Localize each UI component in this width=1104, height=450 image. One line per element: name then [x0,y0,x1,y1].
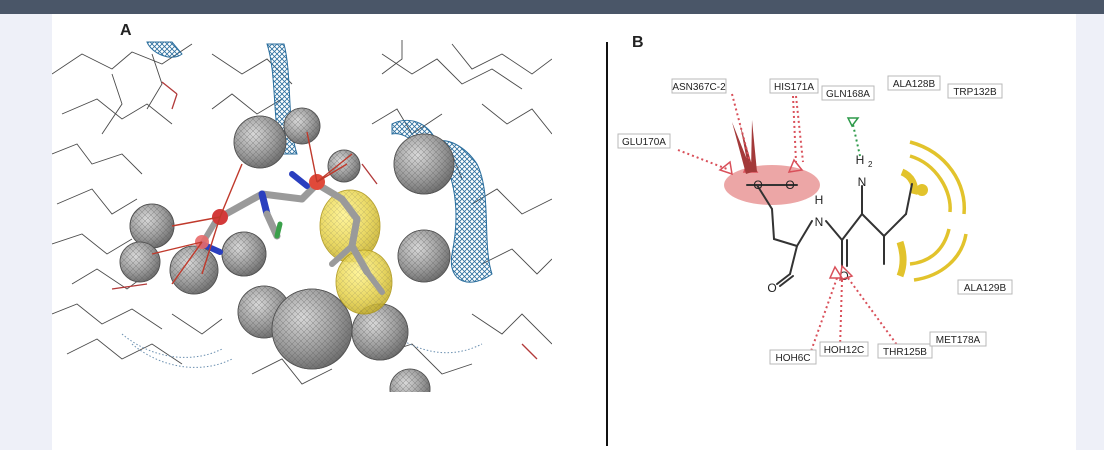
panel-a-label: A [120,22,132,39]
svg-text:TRP132B: TRP132B [953,87,997,98]
residue-ala128b: ALA128B [887,75,941,91]
svg-text:HOH6C: HOH6C [775,353,810,364]
residue-hoh6c: HOH6C [769,349,817,365]
hbond-acceptor-lines [677,93,901,355]
exclusion-spheres [119,107,455,392]
svg-text:GLN168A: GLN168A [826,89,870,100]
residue-gln168a: GLN168A [821,85,875,101]
atom-h-amide: H [815,193,824,207]
panel-b-2d-diagram: O O O O N H N H 2 [617,75,1013,365]
hydrophobic-spheres [319,189,393,315]
residue-glu170a: GLU170A [617,133,671,149]
svg-text:ALA128B: ALA128B [893,79,936,90]
residue-thr125b: THR125B [877,343,933,359]
interaction-vectors [151,131,353,285]
top-bar [0,0,1104,14]
residue-hoh12c: HOH12C [819,341,869,357]
residue-met178a: MET178A [929,331,987,347]
donor-marker [846,117,860,128]
atom-h2-subscript: 2 [868,160,873,169]
atom-n-amine: N [858,175,867,189]
atom-o-aldehyde: O [767,281,776,295]
atom-o-right: O [785,178,794,192]
panel-divider [606,42,608,446]
residue-his171a: HIS171A [769,78,819,94]
svg-text:HIS171A: HIS171A [774,82,814,93]
residue-asn367c2: ASN367C-2 [671,78,727,94]
figure: A [52,14,1076,450]
residue-trp132b: TRP132B [947,83,1003,99]
ligand-skeleton [746,183,913,287]
svg-text:MET178A: MET178A [936,335,981,346]
panel-a-3d-view [52,40,552,392]
atom-h-amine: H [856,153,865,167]
panel-b-label: B [632,34,644,51]
atom-o-left: O [753,178,762,192]
hydrophobic-feature [896,140,968,282]
svg-text:HOH12C: HOH12C [824,345,865,356]
asn-bidentate-wedges [732,120,757,174]
residue-ala129b: ALA129B [957,279,1013,295]
atom-o-amide: O [839,269,848,283]
atom-n-amide: N [815,215,824,229]
svg-text:GLU170A: GLU170A [622,137,666,148]
hbond-donor-line [851,119,861,157]
svg-text:THR125B: THR125B [883,347,927,358]
residue-labels: ASN367C-2 HIS171A GLN168A ALA128B TRP132… [617,75,1013,365]
svg-text:ALA129B: ALA129B [964,283,1007,294]
svg-text:ASN367C-2: ASN367C-2 [672,82,726,93]
